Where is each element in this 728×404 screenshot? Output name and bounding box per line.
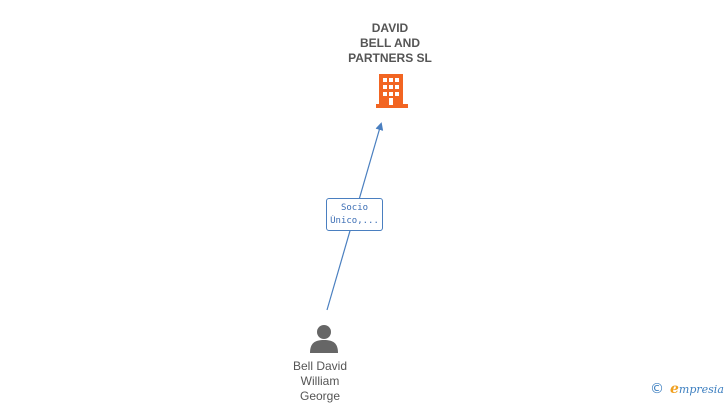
person-name-line: Bell David	[292, 359, 348, 373]
person-name-line: William	[300, 374, 340, 388]
company-name-line: BELL AND	[360, 36, 420, 50]
brand-rest: mpresia	[678, 383, 724, 396]
person-name[interactable]: Bell David William George	[270, 359, 370, 404]
relation-label-line: Socio	[340, 203, 369, 213]
company-name[interactable]: DAVID BELL AND PARTNERS SL	[320, 21, 460, 66]
person-name-line: George	[299, 389, 341, 403]
brand-initial: e	[670, 381, 679, 397]
company-name-line: PARTNERS SL	[348, 51, 432, 65]
copyright-icon: ©	[650, 381, 664, 397]
person-icon[interactable]	[309, 323, 339, 353]
relation-label[interactable]: Socio Único,...	[326, 198, 383, 231]
building-icon[interactable]	[376, 74, 408, 108]
brand-wordmark: empresia	[670, 381, 724, 398]
relation-label-line: Único,...	[330, 216, 379, 226]
company-name-line: DAVID	[371, 21, 409, 35]
